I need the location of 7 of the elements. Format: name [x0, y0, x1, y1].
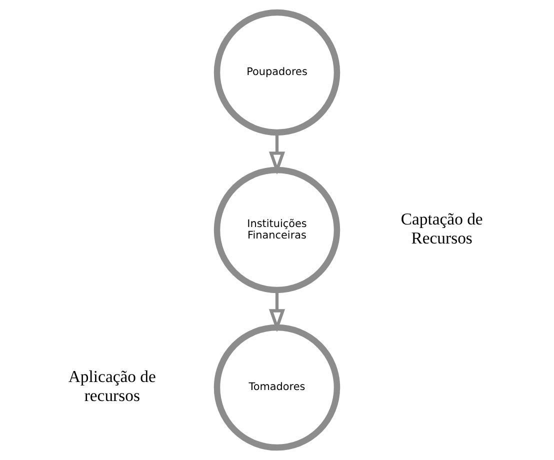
node-circle: Tomadores — [214, 324, 340, 451]
label: Aplicação de recursos — [68, 367, 156, 405]
arrow — [268, 132, 286, 175]
label: Captação de Recursos — [400, 210, 483, 248]
node-circle: Instituições Financeiras — [214, 166, 340, 294]
node-circle: Poupadores — [214, 9, 340, 136]
arrow — [268, 290, 286, 332]
